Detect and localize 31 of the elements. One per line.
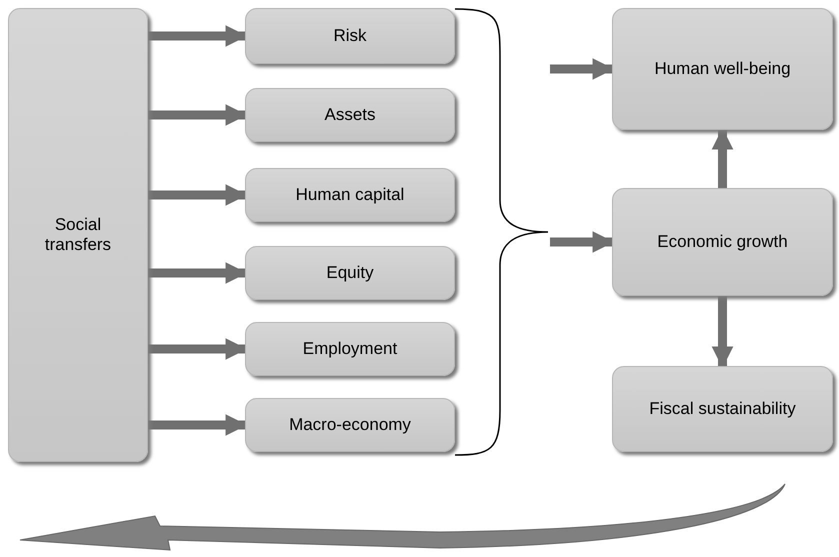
process-box (245, 398, 455, 452)
process-box (245, 168, 455, 222)
node-label: Assets (324, 105, 376, 125)
arrow (712, 128, 734, 188)
node-label: Risk (333, 26, 367, 46)
process-box (612, 8, 833, 130)
node-label: Macro-economy (289, 415, 411, 435)
node-label: Equity (326, 263, 374, 283)
node-label: Fiscal sustainability (649, 399, 796, 419)
process-box (245, 246, 455, 300)
process-box (8, 8, 148, 462)
process-box (245, 322, 455, 376)
node-label: Employment (302, 339, 398, 359)
arrow (148, 25, 248, 47)
process-box (612, 188, 833, 296)
arrow (148, 184, 248, 206)
process-box (245, 88, 455, 142)
curly-brace (455, 8, 550, 456)
arrow (550, 231, 614, 253)
arrow (148, 338, 248, 360)
process-box (245, 8, 455, 64)
node-label: Human well-being (654, 59, 791, 79)
arrow (148, 262, 248, 284)
process-box (612, 366, 833, 452)
arrow (712, 296, 734, 368)
node-label: Social transfers (44, 215, 112, 255)
arrow (550, 58, 614, 80)
arrow (148, 414, 248, 436)
arrow (148, 104, 248, 126)
node-label: Economic growth (657, 232, 788, 252)
node-label: Human capital (296, 185, 404, 205)
